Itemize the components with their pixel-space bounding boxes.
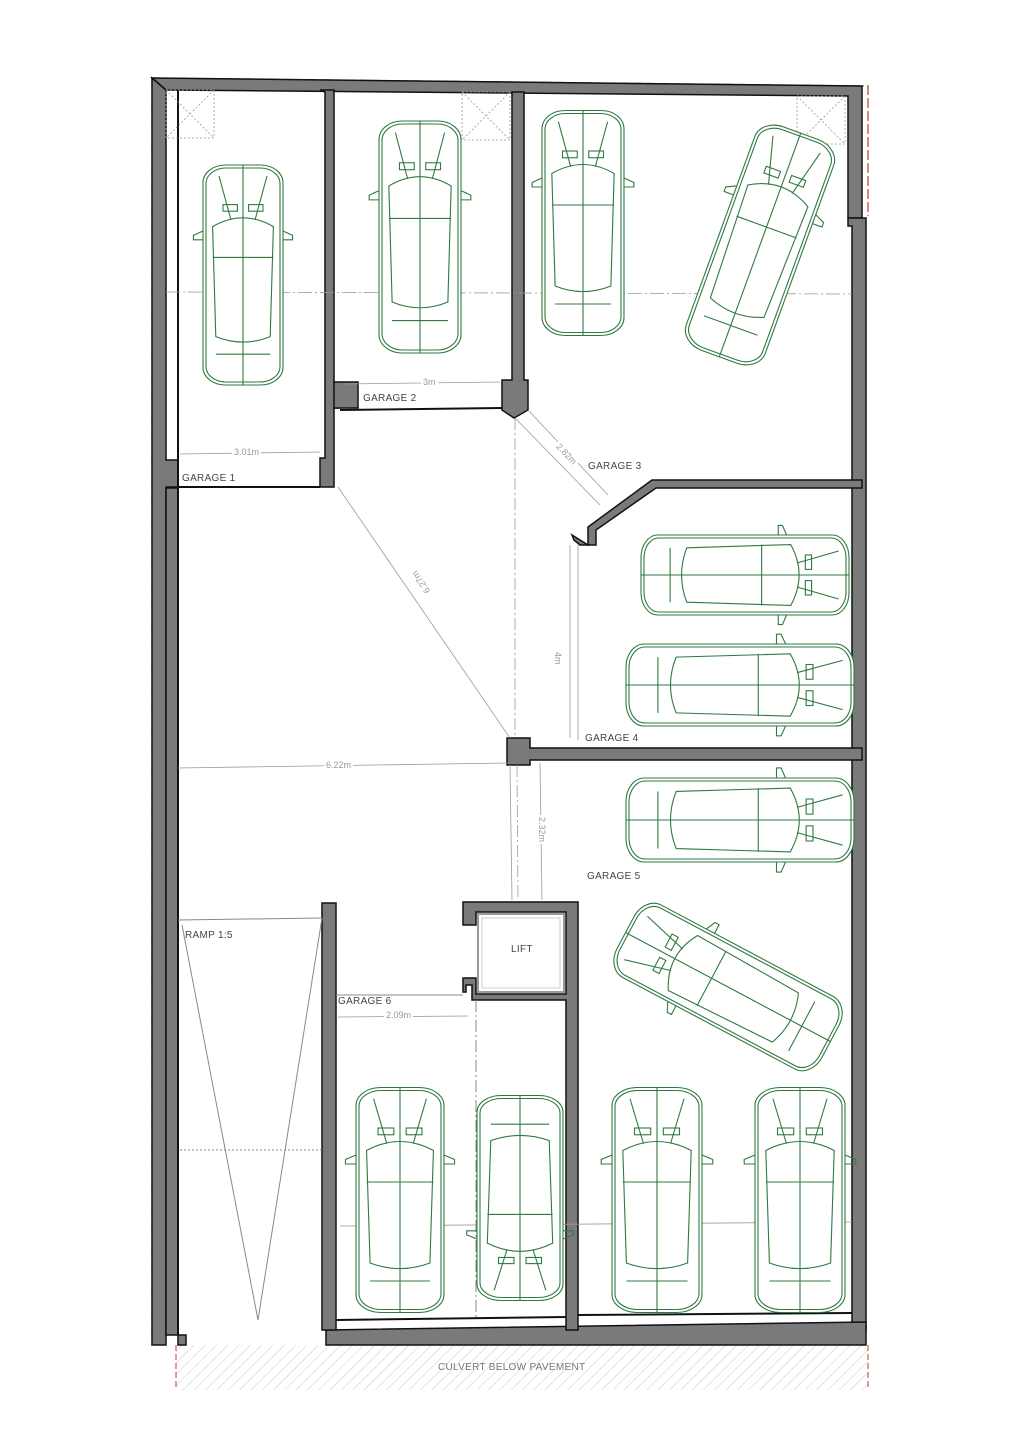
- car-icon: [531, 109, 635, 337]
- car-icon: [192, 164, 294, 386]
- dim-garage4-depth: 4m: [553, 650, 563, 667]
- dim-garage2-width: 3m: [421, 377, 438, 387]
- car-icon: [600, 1086, 714, 1314]
- ramp-lines: [177, 917, 323, 1321]
- car-icon: [613, 902, 843, 1072]
- column-markers: [165, 89, 846, 145]
- garage3-label: GARAGE 3: [588, 461, 642, 472]
- garage5-label: GARAGE 5: [587, 871, 641, 882]
- culvert-strip: [176, 1345, 868, 1390]
- garage1-label: GARAGE 1: [182, 473, 236, 484]
- car-icon: [640, 524, 850, 626]
- car-icon: [625, 633, 855, 737]
- culvert-label: CULVERT BELOW PAVEMENT: [438, 1362, 586, 1373]
- car-icon: [743, 1086, 857, 1314]
- car-icon: [625, 767, 855, 873]
- garage4-label: GARAGE 4: [585, 733, 639, 744]
- garage2-label: GARAGE 2: [363, 393, 417, 404]
- dim-garage1-width: 3.01m: [232, 447, 262, 457]
- dim-lift-gap: 2.32m: [537, 815, 547, 845]
- dim-aisle-width: 6.22m: [324, 760, 354, 770]
- car-icon: [684, 124, 836, 366]
- garage6-label: GARAGE 6: [338, 996, 392, 1007]
- cars: [192, 109, 857, 1314]
- lift-label: LIFT: [511, 944, 533, 955]
- car-icon: [466, 1094, 574, 1302]
- ramp-label: RAMP 1:5: [185, 930, 233, 941]
- car-icon: [368, 120, 472, 354]
- walls: [149, 76, 867, 1346]
- dim-garage6-width: 2.09m: [384, 1010, 414, 1020]
- car-icon: [344, 1086, 456, 1314]
